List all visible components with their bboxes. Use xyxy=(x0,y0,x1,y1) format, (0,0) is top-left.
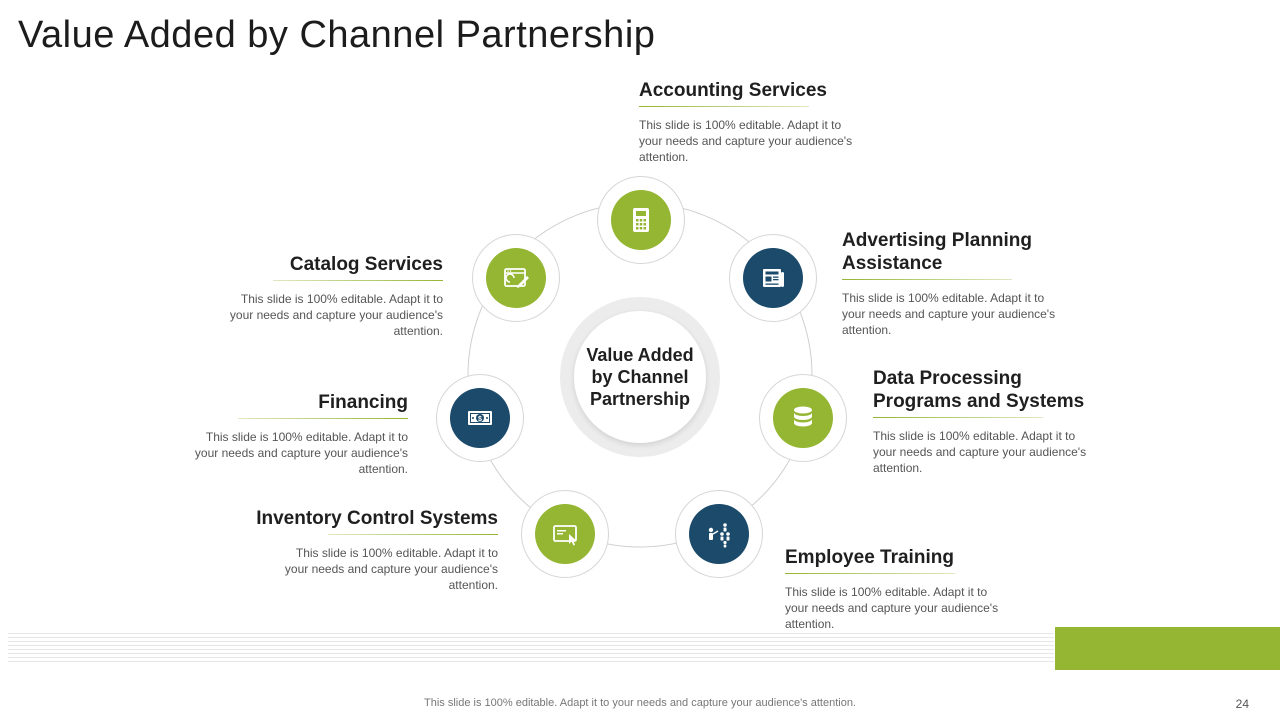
center-hub: Value Added by Channel Partnership xyxy=(560,297,720,457)
item-title: Data Processing Programs and Systems xyxy=(873,367,1098,418)
web-edit-icon xyxy=(504,268,529,288)
newspaper-icon xyxy=(763,269,784,287)
node-inventory-control xyxy=(521,490,609,578)
node-financing: $ xyxy=(436,374,524,462)
item-title: Accounting Services xyxy=(639,79,854,107)
screen-click-icon xyxy=(553,525,577,546)
node-advertising xyxy=(729,234,817,322)
svg-text:$: $ xyxy=(478,416,482,423)
page-number: 24 xyxy=(1235,697,1249,711)
footer-note: This slide is 100% editable. Adapt it to… xyxy=(424,697,856,709)
item-text: This slide is 100% editable. Adapt it to… xyxy=(284,546,498,592)
item-text: This slide is 100% editable. Adapt it to… xyxy=(639,118,853,164)
item-accounting: Accounting Services This slide is 100% e… xyxy=(639,79,854,165)
accent-bar xyxy=(1055,627,1280,670)
item-title: Advertising Planning Assistance xyxy=(842,229,1057,280)
item-title: Employee Training xyxy=(785,546,1000,574)
node-catalog xyxy=(472,234,560,322)
item-data-processing: Data Processing Programs and Systems Thi… xyxy=(873,367,1098,476)
item-title: Financing xyxy=(193,391,408,419)
item-text: This slide is 100% editable. Adapt it to… xyxy=(194,430,408,476)
item-advertising: Advertising Planning Assistance This sli… xyxy=(842,229,1057,338)
item-title: Catalog Services xyxy=(228,253,443,281)
item-text: This slide is 100% editable. Adapt it to… xyxy=(229,292,443,338)
decorative-stripes xyxy=(8,633,1054,663)
item-text: This slide is 100% editable. Adapt it to… xyxy=(873,429,1087,475)
node-employee-training xyxy=(675,490,763,578)
item-title: Inventory Control Systems xyxy=(243,507,498,535)
center-label: Value Added by Channel Partnership xyxy=(586,345,694,409)
item-financing: Financing This slide is 100% editable. A… xyxy=(193,391,408,477)
item-text: This slide is 100% editable. Adapt it to… xyxy=(785,585,999,631)
item-text: This slide is 100% editable. Adapt it to… xyxy=(842,291,1056,337)
database-icon xyxy=(794,406,812,427)
node-data-processing xyxy=(759,374,847,462)
item-catalog: Catalog Services This slide is 100% edit… xyxy=(228,253,443,339)
item-inventory-control: Inventory Control Systems This slide is … xyxy=(243,507,498,593)
training-icon xyxy=(708,523,730,548)
calculator-icon xyxy=(633,208,649,232)
node-accounting xyxy=(597,176,685,264)
slide-title: Value Added by Channel Partnership xyxy=(18,14,656,56)
item-employee-training: Employee Training This slide is 100% edi… xyxy=(785,546,1000,632)
money-icon: $ xyxy=(468,411,492,425)
